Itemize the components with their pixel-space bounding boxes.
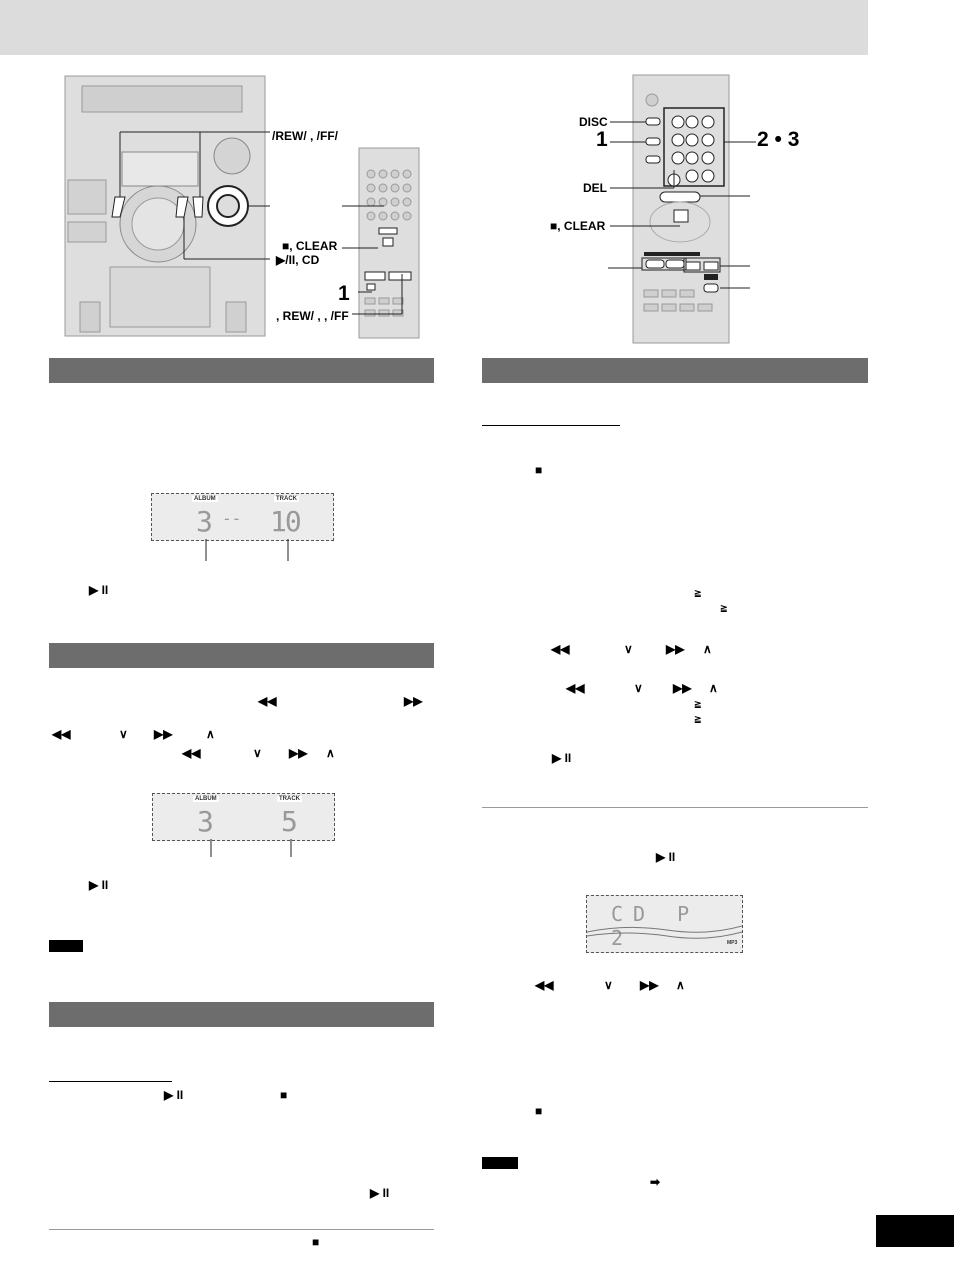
display3-mp3-badge: MP3 xyxy=(727,940,738,946)
page-number-box xyxy=(876,1215,954,1247)
stop-icon: ■ xyxy=(535,1104,543,1118)
display1-leader-lines xyxy=(205,539,289,561)
divider-left xyxy=(49,1229,434,1230)
callout-disc: DISC xyxy=(579,115,608,129)
ge-icon: ≧ xyxy=(694,588,702,598)
main-unit-illustration xyxy=(64,75,270,337)
play-pause-icon: ▶ II xyxy=(656,850,676,864)
up-icon: ∧ xyxy=(676,978,685,992)
display-album-track-2: ALBUM TRACK 3 5 xyxy=(152,793,335,841)
play-pause-icon: ▶ II xyxy=(89,878,109,892)
next-icon: ▶▶ xyxy=(666,642,685,656)
callout-stop-clear-right: ■, CLEAR xyxy=(550,219,606,233)
down-icon: ∨ xyxy=(634,681,643,695)
prev-icon: ◀◀ xyxy=(52,727,71,741)
left-callout-lines xyxy=(342,205,403,315)
stop-icon: ■ xyxy=(312,1235,320,1249)
prev-icon: ◀◀ xyxy=(566,681,585,695)
next-icon: ▶▶ xyxy=(289,746,308,760)
callout-stop-clear: ■, CLEAR xyxy=(282,239,338,253)
up-icon: ∧ xyxy=(206,727,215,741)
next-icon: ▶▶ xyxy=(154,727,173,741)
display2-album-value: 3 xyxy=(197,805,214,838)
ge-icon: ≧ xyxy=(720,603,728,613)
display-program: CD P 2 MP3 xyxy=(586,895,743,953)
note-badge-right xyxy=(482,1157,518,1169)
down-icon: ∨ xyxy=(624,642,633,656)
display1-album-tag: ALBUM xyxy=(192,496,218,502)
underline-heading-right xyxy=(482,425,620,426)
callout-play-cd: ▶/II, CD xyxy=(276,253,320,267)
down-icon: ∨ xyxy=(119,727,128,741)
down-icon: ∨ xyxy=(253,746,262,760)
prev-icon: ◀◀ xyxy=(258,694,277,708)
play-pause-icon: ▶ II xyxy=(164,1088,184,1102)
next-icon: ▶▶ xyxy=(673,681,692,695)
down-icon: ∨ xyxy=(604,978,613,992)
callout-step-2-3: 2 • 3 xyxy=(757,128,800,151)
up-icon: ∧ xyxy=(326,746,335,760)
display1-track-value: 10 xyxy=(270,505,302,538)
play-pause-icon: ▶ II xyxy=(552,751,572,765)
play-pause-icon: ▶ II xyxy=(89,583,109,597)
underline-heading xyxy=(49,1081,172,1082)
play-pause-icon: ▶ II xyxy=(370,1186,390,1200)
prev-icon: ◀◀ xyxy=(182,746,201,760)
callout-remote-skip: , REW/ , , /FF xyxy=(276,309,349,323)
remote-illustration xyxy=(632,74,730,344)
display2-leader-lines xyxy=(210,839,292,857)
display1-separator: -- xyxy=(222,509,242,528)
prev-icon: ◀◀ xyxy=(535,978,554,992)
prev-icon: ◀◀ xyxy=(551,642,570,656)
display2-track-tag: TRACK xyxy=(277,796,302,802)
ge-icon: ≧ xyxy=(694,714,702,724)
right-callout-lines xyxy=(608,121,756,289)
display3-text: CD P 2 xyxy=(611,902,700,950)
note-badge xyxy=(49,940,83,952)
display-album-track-1: ALBUM TRACK 3 -- 10 xyxy=(151,493,334,541)
next-icon: ▶▶ xyxy=(404,694,423,708)
display1-track-tag: TRACK xyxy=(274,496,299,502)
divider-right xyxy=(482,807,868,808)
callout-step-1-right: 1 xyxy=(596,128,608,151)
stop-icon: ■ xyxy=(280,1088,288,1102)
next-icon: ▶▶ xyxy=(640,978,659,992)
stop-icon: ■ xyxy=(535,463,543,477)
section-bar-right-1 xyxy=(482,358,868,383)
up-icon: ∧ xyxy=(703,642,712,656)
up-icon: ∧ xyxy=(709,681,718,695)
display2-track-value: 5 xyxy=(281,805,298,838)
section-bar-left-3 xyxy=(49,1002,434,1027)
callout-del: DEL xyxy=(583,181,607,195)
ge-icon: ≧ xyxy=(694,699,702,709)
header-band xyxy=(0,0,868,55)
display1-album-value: 3 xyxy=(196,505,213,538)
display3-wave xyxy=(587,925,742,939)
arrow-icon: ➡ xyxy=(650,1175,661,1189)
callout-skip-rew-ff: /REW/ , /FF/ xyxy=(272,129,338,143)
section-bar-left-2 xyxy=(49,643,434,668)
small-remote-illustration xyxy=(358,147,420,339)
display2-album-tag: ALBUM xyxy=(193,796,219,802)
section-bar-left-1 xyxy=(49,358,434,383)
callout-step-1: 1 xyxy=(338,282,350,305)
